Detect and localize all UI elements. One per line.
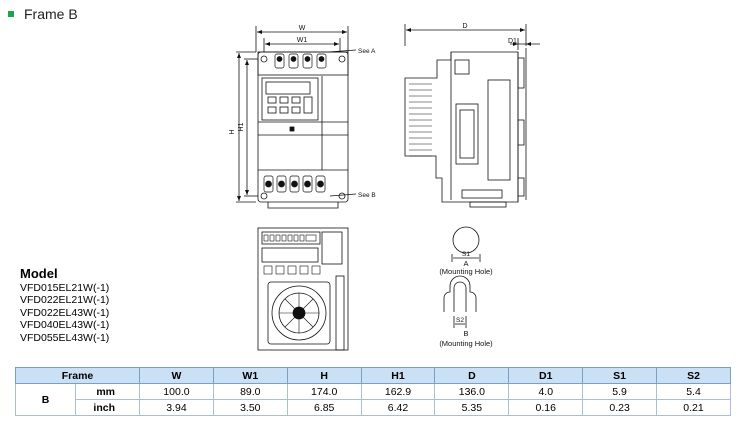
column-header: W (139, 367, 214, 384)
model-title: Model (20, 266, 58, 281)
dim-d-label: D (462, 23, 467, 30)
table-cell: 3.50 (212, 399, 288, 416)
column-header: S2 (656, 367, 731, 384)
table-cell: 5.35 (434, 399, 510, 416)
hole-a-letter: A (463, 259, 468, 268)
unit-cell: mm (74, 383, 141, 400)
dim-w1-label: W1 (297, 37, 308, 44)
page-title: Frame B (24, 6, 78, 22)
table-cell: 174.0 (286, 383, 362, 400)
table-cell: 6.42 (360, 399, 436, 416)
model-item: VFD022EL43W(-1) (20, 306, 110, 319)
table-cell: 162.9 (360, 383, 436, 400)
hole-a-caption: (Mounting Hole) (439, 267, 493, 276)
see-b-label: See B (358, 192, 376, 199)
table-cell: 3.94 (139, 399, 214, 416)
page-header: Frame B (8, 4, 78, 24)
front-view: W W1 See A H H1 (229, 25, 376, 209)
see-a-label: See A (358, 48, 376, 55)
table-cell: 6.85 (286, 399, 362, 416)
table-cell: 5.9 (582, 383, 658, 400)
hole-b-caption: (Mounting Hole) (439, 339, 493, 348)
dimension-table: Frame W W1 H H1 D D1 S1 S2 B mm 100.0 89… (14, 367, 731, 416)
hole-b-letter: B (463, 329, 468, 338)
column-header: W1 (212, 367, 288, 384)
table-row: B mm 100.0 89.0 174.0 162.9 136.0 4.0 5.… (15, 383, 731, 416)
table-cell: 0.21 (656, 399, 731, 416)
column-header: S1 (582, 367, 658, 384)
model-item: VFD022EL21W(-1) (20, 294, 110, 307)
bottom-view (257, 227, 349, 351)
mounting-hole-b: S2 B (Mounting Hole) (439, 275, 493, 348)
dim-h1-label: H1 (238, 122, 245, 131)
column-header: H (286, 367, 362, 384)
table-row: inch 3.94 3.50 6.85 6.42 5.35 0.16 0.23 … (16, 399, 731, 416)
model-list: Model VFD015EL21W(-1) VFD022EL21W(-1) VF… (20, 266, 109, 344)
model-item: VFD015EL21W(-1) (20, 282, 110, 294)
column-header: D (434, 367, 510, 384)
table-cell: 136.0 (434, 383, 510, 400)
model-item: VFD055EL43W(-1) (20, 331, 110, 344)
column-header: H1 (360, 367, 436, 384)
dim-d1-label: D1 (508, 38, 517, 45)
table-cell: 89.0 (212, 383, 288, 400)
side-view: D D1 (404, 23, 540, 208)
bullet-icon (8, 11, 14, 17)
hole-b-dim-label: S2 (456, 317, 464, 324)
table-cell: 5.4 (656, 383, 731, 400)
mounting-hole-a: S1 A (Mounting Hole) (439, 226, 493, 276)
dim-w-label: W (299, 25, 306, 32)
table-header-row: Frame W W1 H H1 D D1 S1 S2 (14, 367, 731, 384)
hole-a-dim-label: S1 (462, 251, 470, 258)
column-header: D1 (508, 367, 584, 384)
dim-h-label: H (229, 129, 236, 134)
frame-cell: B (15, 383, 76, 416)
unit-cell: inch (74, 399, 141, 416)
table-cell: 0.16 (508, 399, 584, 416)
table-cell: 0.23 (582, 399, 658, 416)
column-header-frame: Frame (14, 367, 141, 384)
table-cell: 100.0 (139, 383, 214, 400)
table-cell: 4.0 (508, 383, 584, 400)
model-item: VFD040EL43W(-1) (20, 319, 110, 332)
